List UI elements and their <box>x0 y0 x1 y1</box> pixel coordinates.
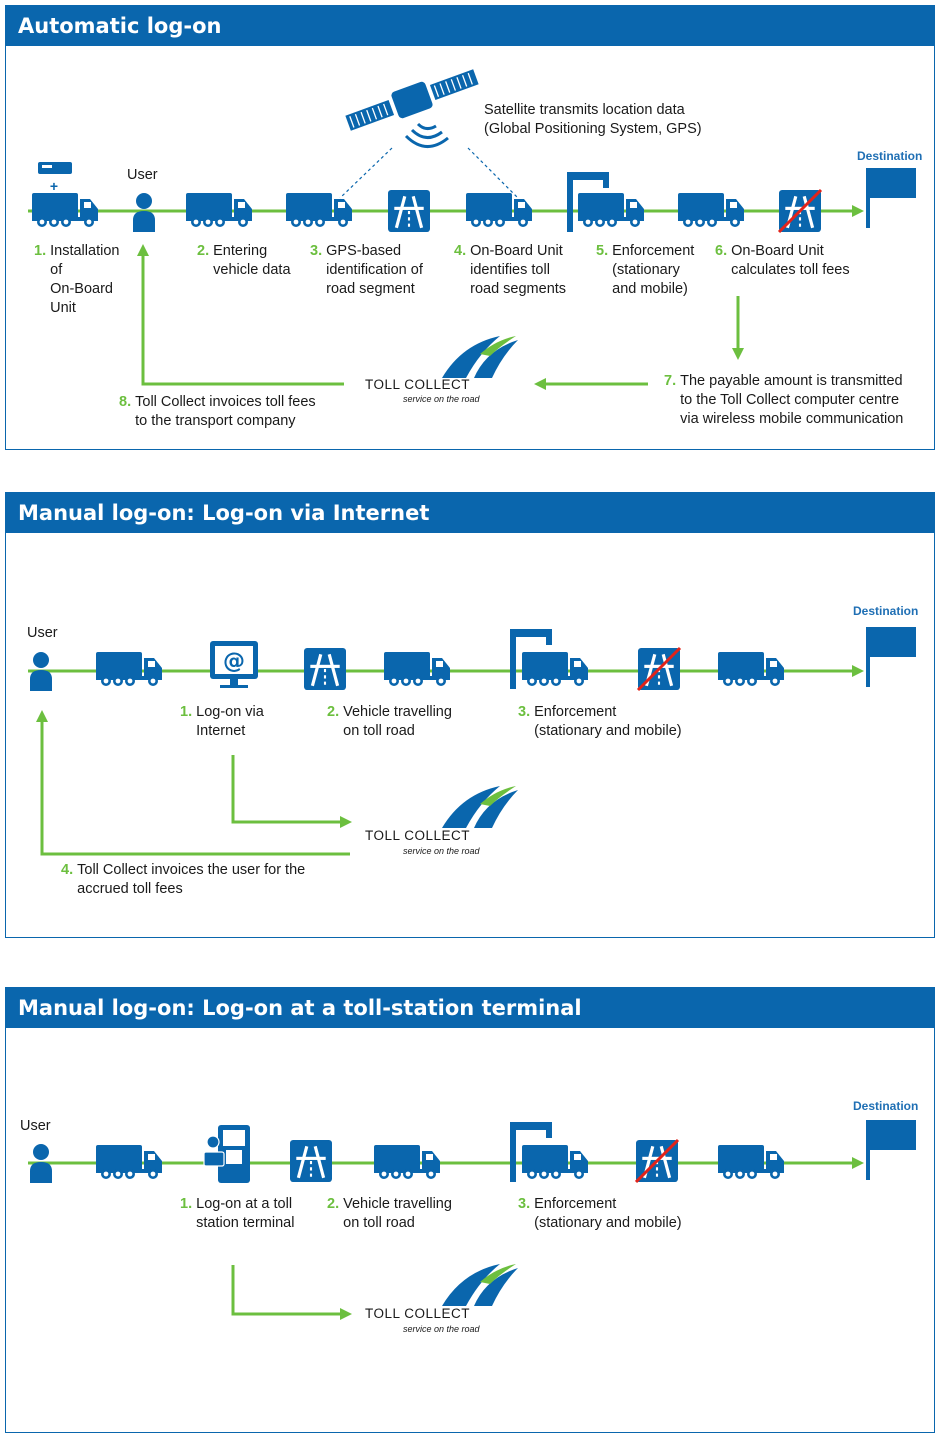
motorway-end-sign-icon <box>777 188 823 234</box>
step-text: Installation of On-Board Unit <box>50 243 120 316</box>
toll-collect-logo-icon <box>442 786 518 828</box>
satellite-caption: Satellite transmits location data (Globa… <box>484 102 702 137</box>
step-text: On-Board Unit identifies toll road segme… <box>470 243 567 297</box>
step-3: 3. Enforcement (stationary and mobile) <box>518 704 682 739</box>
signal-waves-icon <box>404 122 449 148</box>
step-2: 2. Vehicle travelling on toll road <box>327 1196 452 1231</box>
step-text: Toll Collect invoices toll fees to the t… <box>135 394 316 429</box>
motorway-end-sign-icon <box>636 646 682 692</box>
panel-title: Automatic log-on <box>6 6 934 46</box>
toll-collect-logo-text: TOLL COLLECT <box>365 1306 471 1321</box>
step-5: 5. Enforcement (stationary and mobile) <box>596 243 695 297</box>
route-arrow-head-1 <box>852 205 864 217</box>
panel-title: Manual log-on: Log-on via Internet <box>6 493 934 533</box>
step-text: The payable amount is transmitted to the… <box>680 373 904 427</box>
satellite-icon <box>345 69 479 131</box>
svg-text:@: @ <box>223 649 245 674</box>
step-text: Vehicle travelling on toll road <box>343 704 452 739</box>
step-1: 1. Log-on via Internet <box>180 704 264 739</box>
step-8: 8. Toll Collect invoices toll fees to th… <box>119 394 316 429</box>
motorway-sign-icon <box>388 190 430 232</box>
svg-text:+: + <box>50 178 58 194</box>
step-text: Log-on via Internet <box>196 704 264 739</box>
truck-icon <box>466 193 532 227</box>
truck-icon <box>96 1145 162 1179</box>
toll-collect-slogan: service on the road <box>403 1324 480 1334</box>
user-label: User <box>27 625 58 641</box>
step-text: GPS-based identification of road segment <box>326 243 423 297</box>
step-text: Log-on at a toll station terminal <box>196 1196 295 1231</box>
step-text: Entering vehicle data <box>213 243 291 278</box>
truck-icon <box>384 652 450 686</box>
toll-collect-slogan: service on the road <box>403 846 480 856</box>
truck-icon <box>678 193 744 227</box>
toll-collect-logo-text: TOLL COLLECT <box>365 828 471 843</box>
destination-label: Destination <box>857 149 923 163</box>
panel-terminal-logon: Manual log-on: Log-on at a toll-station … <box>5 987 935 1433</box>
step-text: Vehicle travelling on toll road <box>343 1196 452 1231</box>
toll-collect-logo-icon <box>442 336 518 378</box>
user-label: User <box>20 1118 51 1134</box>
truck-icon <box>96 652 162 686</box>
truck-icon <box>374 1145 440 1179</box>
step-3: 3. Enforcement (stationary and mobile) <box>518 1196 682 1231</box>
step-text: On-Board Unit calculates toll fees <box>731 243 850 278</box>
step-6: 6. On-Board Unit calculates toll fees <box>715 243 850 278</box>
truck-icon <box>718 1145 784 1179</box>
destination-flag-icon <box>866 168 916 228</box>
toll-terminal-icon <box>203 1125 250 1183</box>
motorway-end-sign-icon <box>634 1138 680 1184</box>
motorway-sign-icon <box>304 648 346 690</box>
on-board-unit-icon: + <box>38 162 72 194</box>
truck-icon <box>522 652 588 686</box>
panel-title: Manual log-on: Log-on at a toll-station … <box>6 988 934 1028</box>
computer-icon: @ <box>210 641 258 688</box>
destination-label: Destination <box>853 604 919 618</box>
truck-icon <box>286 193 352 227</box>
step-1: 1. Installation of On-Board Unit <box>34 243 120 316</box>
step-3: 3. GPS-based identification of road segm… <box>310 243 423 297</box>
step-7: 7. The payable amount is transmitted to … <box>664 373 904 427</box>
truck-icon <box>578 193 644 227</box>
panel-internet-logon: Manual log-on: Log-on via Internet <box>5 492 935 938</box>
destination-label: Destination <box>853 1099 919 1113</box>
step-1: 1. Log-on at a toll station terminal <box>180 1196 295 1231</box>
step-text: Toll Collect invoices the user for the a… <box>77 862 306 897</box>
motorway-sign-icon <box>290 1140 332 1182</box>
step-2: 2. Vehicle travelling on toll road <box>327 704 452 739</box>
destination-flag-icon <box>866 1120 916 1180</box>
step-4: 4. Toll Collect invoices the user for th… <box>61 862 306 897</box>
step-4: 4. On-Board Unit identifies toll road se… <box>454 243 567 297</box>
step-text: Enforcement (stationary and mobile) <box>534 704 682 739</box>
toll-collect-logo-text: TOLL COLLECT <box>365 377 471 392</box>
step-text: Enforcement (stationary and mobile) <box>534 1196 682 1231</box>
destination-flag-icon <box>866 627 916 687</box>
truck-icon <box>32 193 98 227</box>
truck-icon <box>522 1145 588 1179</box>
truck-icon <box>186 193 252 227</box>
toll-collect-logo-icon <box>442 1264 518 1306</box>
toll-collect-slogan: service on the road <box>403 394 480 404</box>
step-2: 2. Entering vehicle data <box>197 243 291 278</box>
step-text: Enforcement (stationary and mobile) <box>612 243 695 297</box>
user-label: User <box>127 167 158 183</box>
truck-icon <box>718 652 784 686</box>
